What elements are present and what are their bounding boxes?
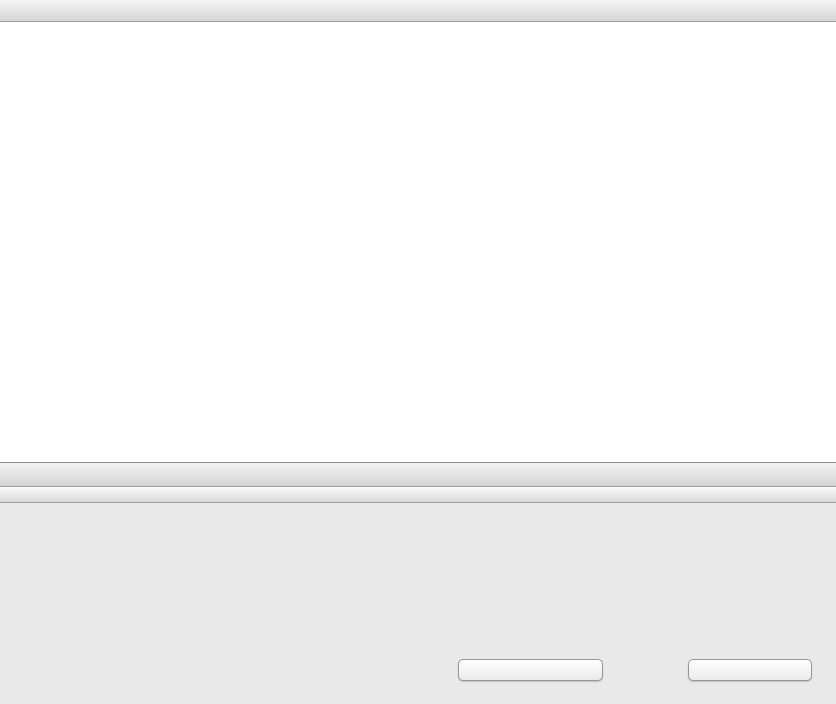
cancel-button[interactable]	[688, 659, 812, 681]
network-window-titlebar[interactable]	[0, 0, 836, 22]
save-button[interactable]	[458, 659, 603, 681]
noa-window-titlebar[interactable]	[0, 463, 836, 487]
noa-output-window	[0, 462, 836, 704]
results-table-header	[0, 487, 836, 503]
network-canvas[interactable]	[0, 22, 836, 462]
network-window	[0, 0, 836, 462]
